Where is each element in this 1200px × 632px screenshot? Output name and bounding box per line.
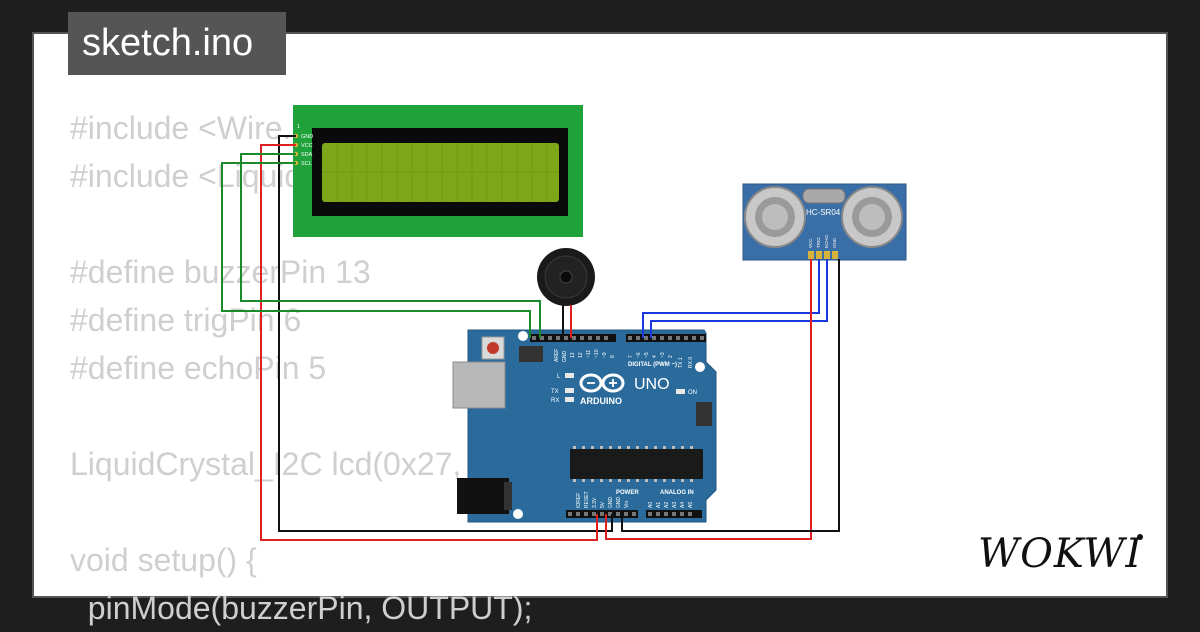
led-on [676,389,685,394]
lcd-pin-label-sda: SDA [301,152,313,158]
sensor-pin-label-trig: TRIG [816,237,821,248]
analog-pin-a1: A1 [656,502,662,508]
logo-dot-icon [1137,534,1143,540]
pin-0-label: RX 0 [688,357,694,368]
gnd-label: GND [562,351,568,363]
lcd-display: 1 GND VCC SDA SCL [293,105,583,237]
power-jack [457,478,509,514]
mount-hole [518,331,528,341]
code-line: #define echoPin 5 [70,350,327,386]
sensor-crystal [802,188,846,204]
power-pin-gnd-1: GND [608,497,614,509]
analog-pin-a2: A2 [664,502,670,508]
usb-port [452,361,506,409]
arduino-logo-icon [579,373,625,393]
atmega-chip [570,449,703,479]
wokwi-logo-text: WOKWI [978,531,1142,577]
pin-9-label: ~9 [602,352,608,358]
lcd-pin-1-mark: 1 [297,124,300,130]
power-pin-ioref: IOREF [576,493,582,508]
wire-sensor-gnd [621,259,840,532]
lcd-pin-label-scl: SCL [301,161,312,167]
wire-sensor-echo [650,259,828,338]
wire-sensor-vcc [605,259,812,540]
led-tx [565,388,574,393]
led-l-label: L [557,374,561,380]
sensor-pin-label-gnd: GND [832,237,837,248]
lcd-pin-label-vcc: VCC [301,143,313,149]
wire-lcd-sda [240,153,541,338]
power-pin-gnd-2: GND [616,497,622,509]
pin-4-label: 4 [652,355,658,358]
wire-lcd-scl [221,162,531,338]
code-line: #define trigPin 6 [70,302,302,338]
pin-11-label: ~11 [586,350,592,358]
analog-label: ANALOG IN [660,490,694,496]
board-model-label: UNO [634,376,670,393]
icsp-header [519,346,712,426]
code-line: void setup() { [70,542,257,578]
mount-hole [695,362,705,372]
led-l [565,373,574,378]
lcd-pin-label-gnd: GND [301,134,313,140]
ultrasonic-sensor: HC-SR04 VCC TRIG ECHO GND [742,183,907,261]
aref-label: AREF [554,349,560,362]
lcd-char-grid [322,143,559,202]
analog-pin-a5: A5 [688,502,694,508]
mount-hole [513,509,523,519]
sensor-transducer-left [744,186,806,248]
wokwi-logo: WOKWI [978,531,1143,577]
sensor-pin-label-echo: ECHO [824,234,829,248]
led-rx [565,397,574,402]
pin-5-label: ~5 [644,352,650,358]
analog-pin-a0: A0 [648,502,654,508]
analog-pin-a4: A4 [680,502,686,508]
pin-7-label: 7 [628,355,634,358]
led-tx-label: TX [551,389,559,395]
pin-12-label: 12 [578,352,584,358]
power-pin-5v: 5V [600,501,606,508]
board-brand-label: ARDUINO [580,396,622,406]
analog-pin-a3: A3 [672,502,678,508]
wires [221,135,840,541]
sensor-pin-label-vcc: VCC [808,238,813,248]
pin-10-label: ~10 [594,349,600,358]
power-pin-3v3: 3.3V [592,497,598,508]
pin-3-label: ~3 [660,352,666,358]
power-pin-reset: RESET [584,491,590,508]
piezo-buzzer [537,248,595,320]
wire-lcd-vcc [260,144,598,541]
wire-lcd-gnd [278,135,613,532]
pin-1-label: TX 1 [678,357,684,368]
digital-header-label: DIGITAL (PWM ~) [628,362,677,368]
top-header-right [626,334,706,342]
power-label: POWER [616,490,639,496]
pin-6-label: ~6 [636,352,642,358]
led-rx-label: RX [551,398,559,404]
arduino-uno-board: AREF GND 13 12 ~11 ~10 ~9 8 7 ~6 ~5 4 ~3… [452,329,717,523]
power-pin-vin: Vin [624,501,630,508]
pin-13-label: 13 [570,352,576,358]
led-on-label: ON [688,390,697,396]
sensor-pins [808,251,838,259]
sensor-transducer-right [841,186,903,248]
code-line: #define buzzerPin 13 [70,254,371,290]
pin-2-label: 2 [668,355,674,358]
file-title-badge: sketch.ino [68,12,286,75]
sensor-model-label: HC-SR04 [806,208,841,217]
code-line: pinMode(buzzerPin, OUTPUT); [70,590,533,626]
wire-sensor-trig [642,259,820,338]
pin-8-label: 8 [610,355,616,358]
